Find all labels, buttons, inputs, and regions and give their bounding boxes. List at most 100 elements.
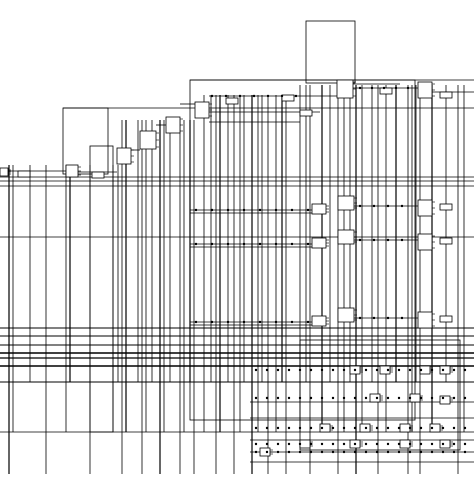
logic-cell (337, 229, 355, 245)
pin-dot (386, 426, 390, 430)
pin-dot (370, 86, 374, 90)
pin-dot (320, 450, 324, 454)
pin-dot (358, 238, 362, 242)
pin-dot (419, 426, 423, 430)
pin-dot (419, 442, 423, 446)
pin-dot (276, 442, 280, 446)
pin-dot (364, 450, 368, 454)
pin-dot (287, 426, 291, 430)
pin-dot (210, 94, 214, 98)
logic-cell (409, 393, 421, 403)
pin-dot (400, 316, 404, 320)
pin-dot (226, 320, 230, 324)
logic-cell (139, 130, 157, 150)
pin-dot (386, 442, 390, 446)
pin-dot (386, 396, 390, 400)
pin-dot (287, 442, 291, 446)
pin-dot (265, 426, 269, 430)
pin-dot (242, 242, 246, 246)
pin-dot (254, 368, 258, 372)
pin-dot (408, 450, 412, 454)
pin-dot (452, 442, 456, 446)
logic-cell (311, 315, 327, 327)
pin-dot (441, 450, 445, 454)
pin-dot (400, 204, 404, 208)
pin-dot (276, 396, 280, 400)
pin-dot (320, 368, 324, 372)
pin-dot (342, 442, 346, 446)
pin-dot (452, 368, 456, 372)
pin-dot (463, 368, 467, 372)
pin-dot (309, 450, 313, 454)
pin-dot (452, 426, 456, 430)
logic-cell (116, 147, 132, 165)
logic-cell (165, 116, 181, 134)
pin-dot (364, 368, 368, 372)
pin-dot (242, 208, 246, 212)
pin-dot (276, 450, 280, 454)
pin-dot (309, 442, 313, 446)
pin-dot (397, 426, 401, 430)
buffer-cell (439, 237, 453, 245)
pin-dot (397, 450, 401, 454)
pin-dot (408, 396, 412, 400)
pin-dot (372, 238, 376, 242)
pin-dot (452, 396, 456, 400)
pin-dot (419, 450, 423, 454)
logic-cell (439, 395, 451, 405)
logic-cell (0, 167, 9, 177)
pin-dot (463, 426, 467, 430)
pin-dot (309, 426, 313, 430)
pin-dot (408, 368, 412, 372)
buffer-cell (299, 109, 313, 117)
pin-dot (375, 442, 379, 446)
pin-dot (386, 450, 390, 454)
pin-dot (358, 86, 362, 90)
pin-dot (306, 242, 310, 246)
pin-dot (441, 426, 445, 430)
logic-cell (337, 195, 355, 211)
pin-dot (463, 442, 467, 446)
pin-dot (463, 396, 467, 400)
pin-dot (397, 442, 401, 446)
pin-dot (306, 320, 310, 324)
pin-dot (372, 204, 376, 208)
pin-dot (226, 242, 230, 246)
pin-dot (419, 396, 423, 400)
pin-dot (331, 426, 335, 430)
pin-dot (210, 320, 214, 324)
pin-dot (238, 94, 242, 98)
pin-dot (226, 208, 230, 212)
pin-dot (320, 442, 324, 446)
buffer-cell (281, 94, 295, 102)
buffer-cell (379, 87, 393, 95)
pin-dot (353, 426, 357, 430)
logic-cell (417, 311, 433, 329)
pin-dot (280, 94, 284, 98)
pin-dot (386, 316, 390, 320)
pin-dot (276, 426, 280, 430)
pin-dot (408, 442, 412, 446)
pin-dot (306, 208, 310, 212)
pin-dot (298, 426, 302, 430)
pin-dot (358, 204, 362, 208)
pin-dot (290, 242, 294, 246)
pin-dot (353, 442, 357, 446)
pin-dot (441, 396, 445, 400)
pin-dot (364, 426, 368, 430)
pin-dot (406, 86, 410, 90)
pin-dot (276, 368, 280, 372)
pin-dot (382, 86, 386, 90)
pin-dot (298, 450, 302, 454)
pin-dot (210, 242, 214, 246)
logic-cells (0, 79, 453, 457)
pin-dot (353, 368, 357, 372)
pin-dot (372, 316, 376, 320)
logic-cell (337, 307, 355, 323)
pin-dot (274, 242, 278, 246)
pin-dot (419, 368, 423, 372)
pin-dot (254, 426, 258, 430)
pin-dot (210, 208, 214, 212)
buffer-cell (17, 170, 31, 178)
pin-dot (430, 442, 434, 446)
